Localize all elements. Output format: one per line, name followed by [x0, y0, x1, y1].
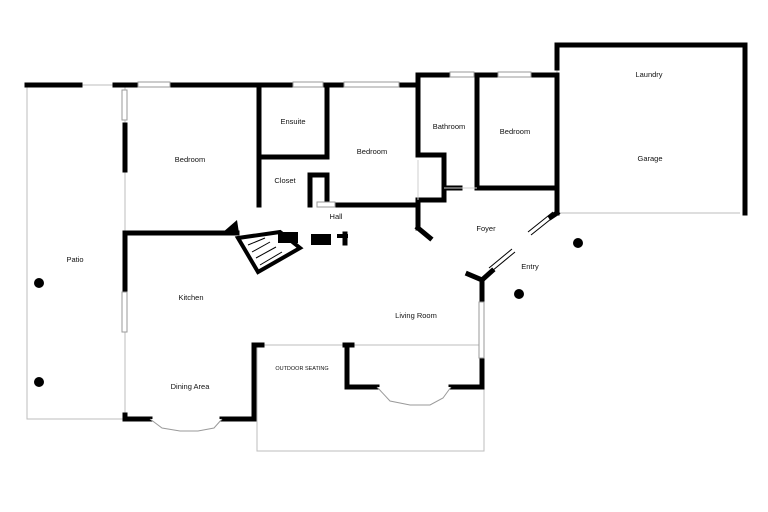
label-garage: Garage	[637, 154, 662, 163]
label-laundry: Laundry	[635, 70, 662, 79]
label-hall: Hall	[330, 212, 343, 221]
label-bathroom: Bathroom	[433, 122, 466, 131]
door-openings	[316, 160, 477, 208]
label-ensuite: Ensuite	[280, 117, 305, 126]
label-kitchen: Kitchen	[178, 293, 203, 302]
label-patio: Patio	[66, 255, 83, 264]
label-living-room: Living Room	[395, 311, 437, 320]
label-outdoor-seating: OUTDOOR SEATING	[275, 366, 328, 372]
label-entry: Entry	[521, 262, 539, 271]
label-bedroom-east: Bedroom	[500, 127, 530, 136]
label-dining-area: Dining Area	[171, 382, 211, 391]
label-bedroom-center: Bedroom	[357, 147, 387, 156]
patio-posts	[34, 238, 583, 387]
label-bedroom-west: Bedroom	[175, 155, 205, 164]
room-labels: Laundry Garage Bathroom Bedroom Ensuite …	[66, 70, 662, 391]
windows	[121, 71, 557, 432]
label-foyer: Foyer	[476, 224, 496, 233]
label-closet: Closet	[274, 176, 296, 185]
stair-fixtures	[222, 220, 348, 275]
walls	[24, 42, 748, 422]
